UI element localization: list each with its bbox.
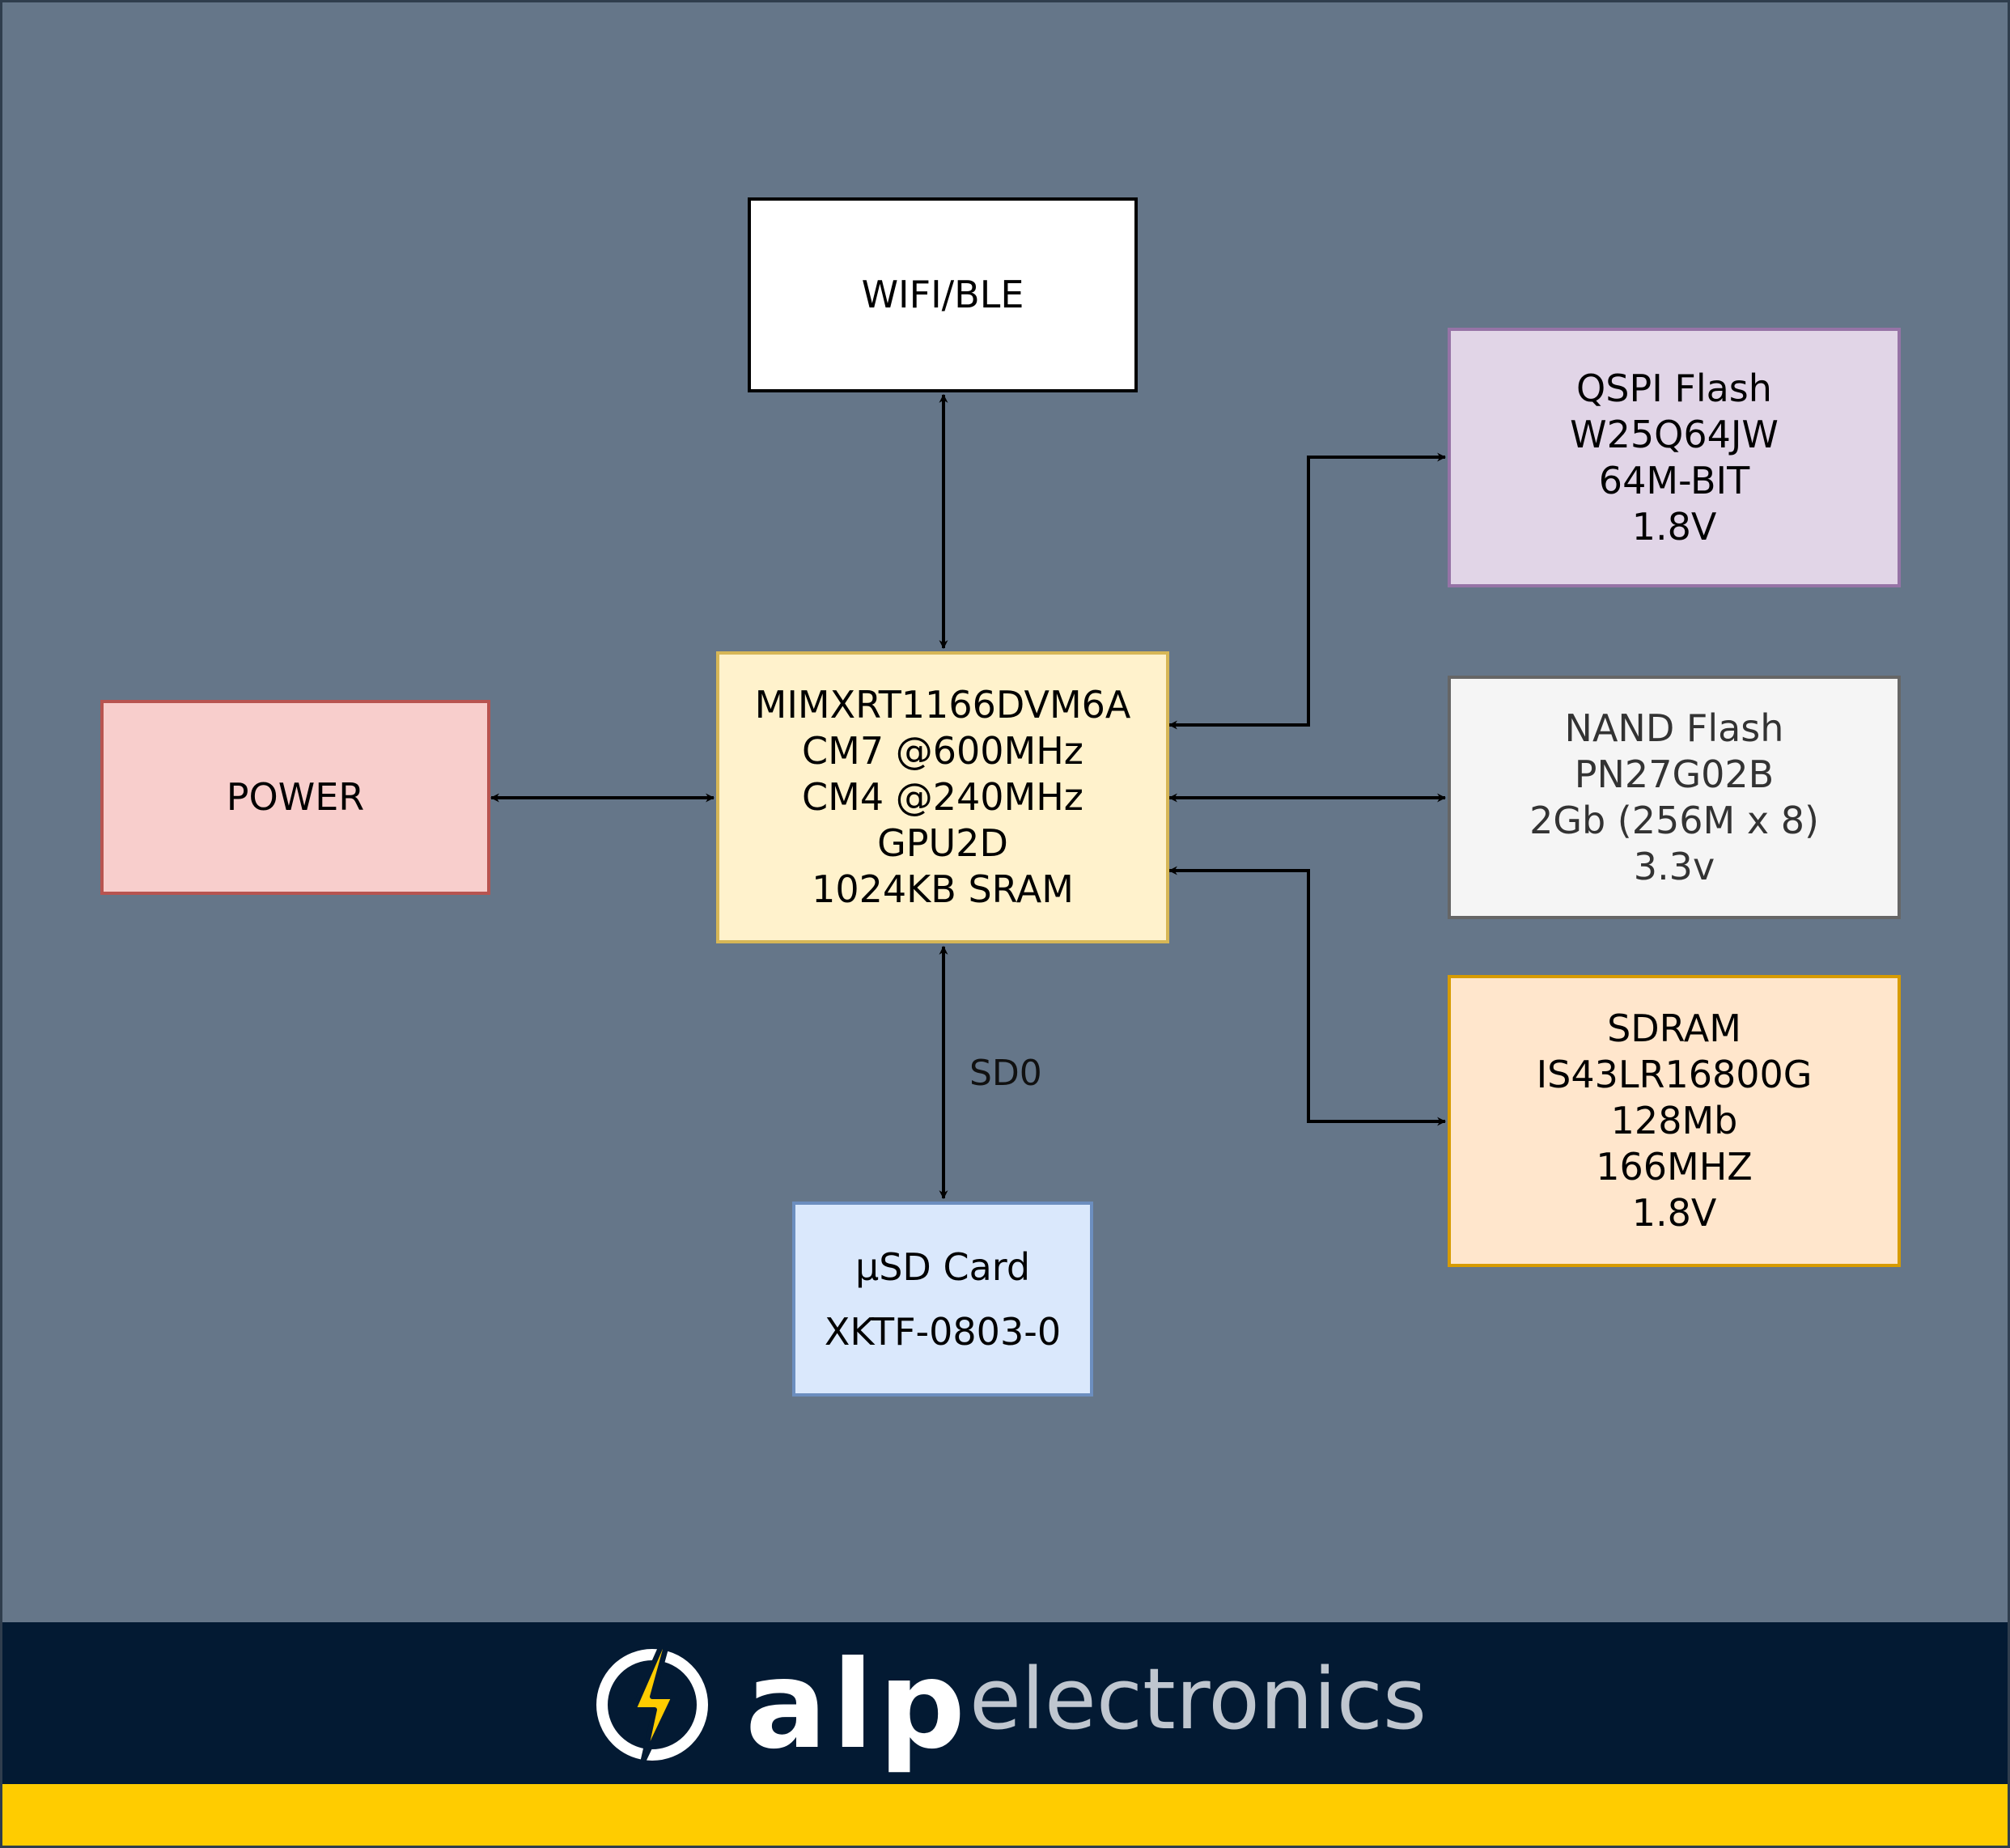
- mcu-text-line: MIMXRT1166DVM6A: [754, 683, 1131, 727]
- mcu-text-line: CM4 @240MHz: [802, 775, 1083, 819]
- power-block: POWER: [100, 700, 490, 895]
- brand-name-light: electronics: [969, 1650, 1427, 1748]
- wifi-ble-block: WIFI/BLE: [748, 197, 1138, 392]
- brand-name-bold: alp: [745, 1635, 971, 1776]
- usd-text-line: XKTF-0803-0: [824, 1309, 1062, 1354]
- sdram-text-line: 128Mb: [1610, 1099, 1738, 1142]
- usd-text-line: µSD Card: [854, 1244, 1031, 1289]
- footer-bar: [2, 1622, 2008, 1784]
- qspi-text-line: W25Q64JW: [1570, 412, 1779, 456]
- power-text-line: POWER: [226, 775, 365, 819]
- qspi-text-line: 64M-BIT: [1598, 458, 1750, 502]
- qspi-text-line: 1.8V: [1631, 504, 1717, 549]
- power-bolt-logo-icon: [596, 1640, 708, 1770]
- nand-text-line: 3.3v: [1633, 844, 1715, 888]
- footer-accent-stripe: [2, 1784, 2008, 1846]
- sd0-label: SD0: [969, 1053, 1042, 1094]
- mcu-text-line: GPU2D: [877, 821, 1008, 865]
- nand-text-line: 2Gb (256M x 8): [1529, 798, 1819, 842]
- mcu-text-line: CM7 @600MHz: [802, 729, 1083, 773]
- nand-text-line: NAND Flash: [1564, 706, 1784, 750]
- sdram-text-line: SDRAM: [1607, 1007, 1741, 1050]
- nand-text-line: PN27G02B: [1574, 752, 1775, 796]
- sdram-text-line: IS43LR16800G: [1536, 1053, 1813, 1096]
- mcu-sdram-link: [1168, 866, 1447, 1126]
- sdram-text-line: 166MHZ: [1596, 1145, 1753, 1189]
- mcu-qspi-link: [1168, 452, 1447, 730]
- sdram-text-line: 1.8V: [1631, 1191, 1717, 1235]
- wifi-text-line: WIFI/BLE: [861, 273, 1024, 316]
- qspi-text-line: QSPI Flash: [1576, 366, 1772, 410]
- mcu-text-line: 1024KB SRAM: [812, 867, 1074, 911]
